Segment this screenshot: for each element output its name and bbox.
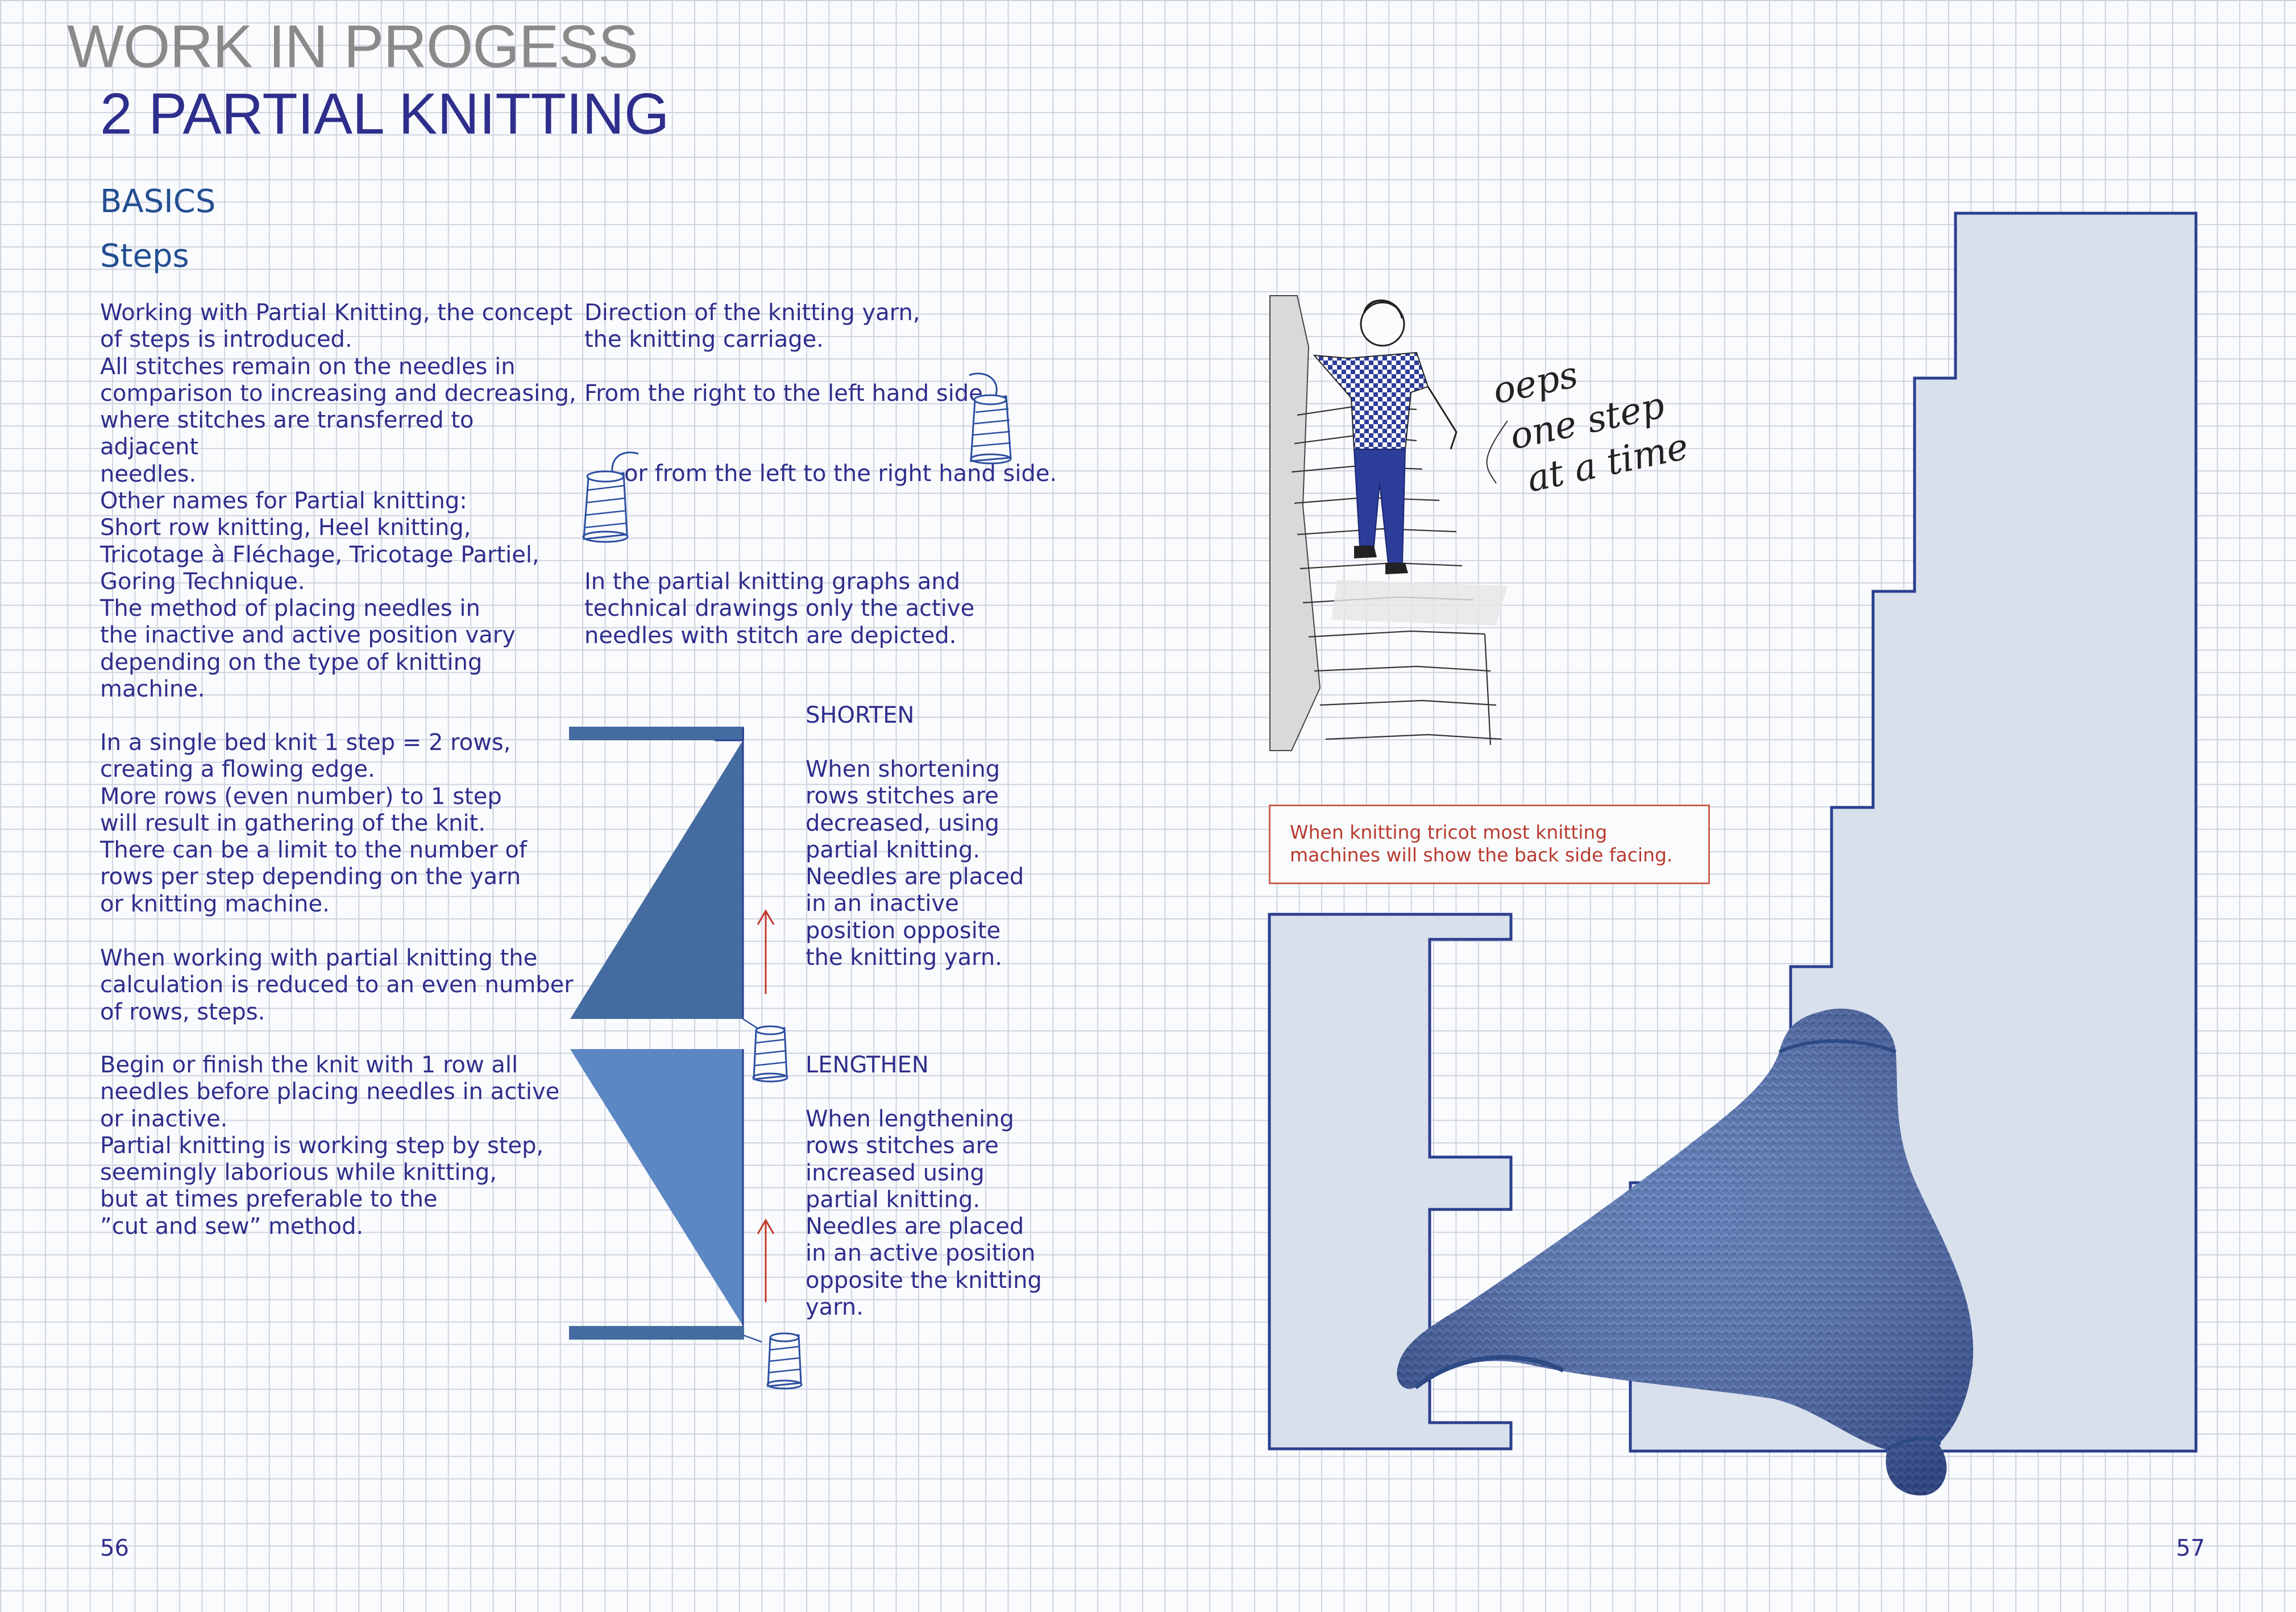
tricot-note-box: When knitting tricot most knitting machi… <box>1269 805 1710 884</box>
stairs-sketch-image: oeps one step at a time <box>1269 295 1692 751</box>
partial-knitting-diagram <box>569 727 803 1390</box>
shorten-triangle <box>570 740 743 1019</box>
shorten-full-row <box>569 727 744 740</box>
shorten-description: When shortening rows stitches are decrea… <box>806 756 1024 971</box>
yarn-cone-icon <box>752 1025 788 1083</box>
left-to-right-text: or from the left to the right hand side. <box>624 461 1057 487</box>
right-to-left-text: From the right to the left hand side, <box>584 380 990 407</box>
yarn-cone-icon <box>969 372 1012 465</box>
lengthen-description: When lengthening rows stitches are incre… <box>806 1106 1042 1321</box>
intro-paragraph: Working with Partial Knitting, the conce… <box>100 300 576 487</box>
lengthen-title: LENGTHEN <box>806 1052 929 1078</box>
other-names-paragraph: Other names for Partial knitting: Short … <box>100 488 539 703</box>
up-arrow-icon <box>757 1219 775 1302</box>
section-heading: BASICS <box>100 183 216 220</box>
section-subheading: Steps <box>100 238 189 275</box>
knitted-sample-image <box>1397 1008 1974 1495</box>
lengthen-triangle <box>570 1049 743 1326</box>
yarn-direction-paragraph: Direction of the knitting yarn, the knit… <box>584 300 920 353</box>
chapter-title: 2 PARTIAL KNITTING <box>100 81 670 146</box>
page-number-left: 56 <box>100 1535 129 1561</box>
yarn-cone-icon <box>582 451 639 543</box>
step-graph <box>1629 212 2198 1453</box>
calculation-paragraph: When working with partial knitting the c… <box>100 945 574 1025</box>
shorten-title: SHORTEN <box>806 702 915 728</box>
up-arrow-icon <box>757 909 775 994</box>
single-bed-paragraph: In a single bed knit 1 step = 2 rows, cr… <box>100 730 528 917</box>
e-shape-graph <box>1268 913 1513 1451</box>
begin-finish-paragraph: Begin or finish the knit with 1 row all … <box>100 1052 560 1240</box>
lengthen-full-row <box>569 1326 744 1340</box>
yarn-cone-icon <box>766 1332 803 1390</box>
running-header: WORK IN PROGESS <box>67 13 638 80</box>
graphs-note-paragraph: In the partial knitting graphs and techn… <box>584 569 975 649</box>
page-number-right: 57 <box>2176 1535 2205 1561</box>
